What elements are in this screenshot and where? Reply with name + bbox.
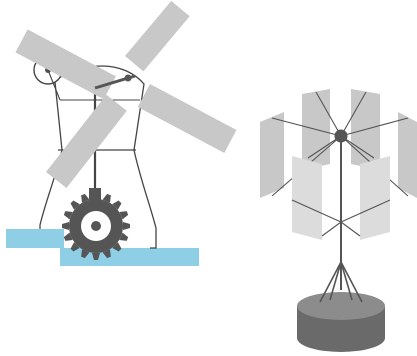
turbine-base-top	[297, 292, 385, 320]
turbine-tripod	[319, 261, 363, 303]
blade-front-left	[292, 156, 322, 240]
sail-lower-left	[46, 94, 127, 189]
blade-back-left	[260, 112, 284, 198]
turbine-hub	[334, 129, 348, 143]
vertical-turbine-figure	[260, 89, 417, 352]
sail-hub	[124, 74, 132, 82]
blade-back-right	[398, 112, 417, 198]
turbine-back-blades	[260, 89, 417, 198]
pulley-belt	[47, 69, 61, 101]
sail-upper-left	[15, 29, 116, 100]
water-left	[6, 229, 64, 248]
turbine-lower-spokes	[291, 199, 391, 237]
water-right	[60, 248, 199, 266]
turbine-front-blades	[292, 156, 390, 240]
blade-front-right	[360, 156, 390, 240]
sail-upper-right	[125, 0, 190, 72]
waterwheel-gear-icon	[62, 192, 130, 260]
windmill-figure	[6, 0, 237, 266]
sail-lower-right	[137, 84, 237, 153]
windmill-sails	[15, 0, 237, 189]
